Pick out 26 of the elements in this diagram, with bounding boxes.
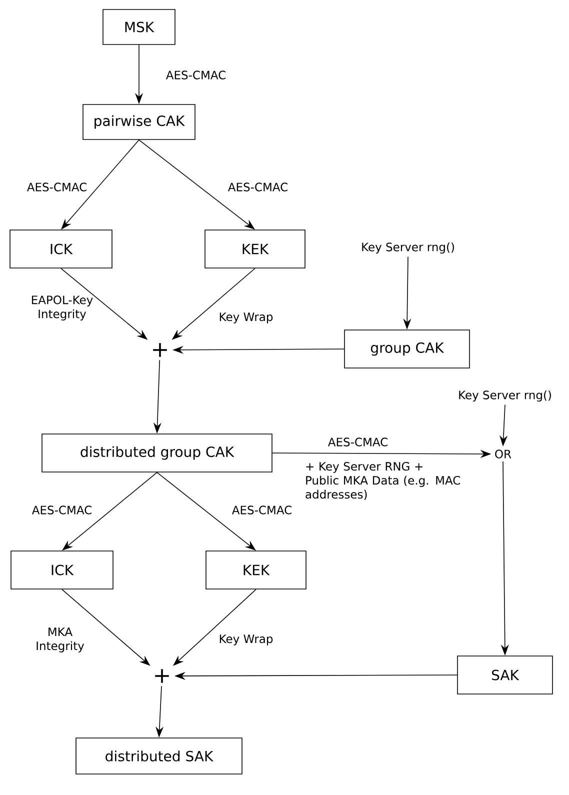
edge-label: Key Wrap [220,312,273,324]
key-box: distributed group CAK [42,434,272,472]
plus-sign: + [153,343,167,357]
key-box: SAK [457,656,553,694]
edge-label: EAPOL-Key Integrity [32,296,93,320]
key-box: KEK [204,230,306,268]
key-box: ICK [10,550,114,590]
source-text: Key Server rng() [459,390,551,402]
edge-label: Key Wrap [220,634,273,646]
key-box: ICK [10,230,112,268]
key-box: distributed SAK [76,738,242,774]
source-text: Key Server rng() [362,242,454,254]
key-box: group CAK [344,330,470,368]
source-text: OR [495,450,512,458]
edge-label: AES-CMAC [328,438,388,446]
edge-label: AES-CMAC [32,506,92,514]
key-box: pairwise CAK [82,104,196,140]
edge-label: AES-CMAC [166,70,226,80]
edge-label: AES-CMAC [26,182,86,192]
edge-label: AES-CMAC [228,182,288,192]
edge-label: AES-CMAC [232,506,292,514]
note-text: + Key Server RNG + Public MKA Data (e.g. MAC addresses) [306,462,460,500]
key-box: KEK [206,550,306,590]
plus-sign: + [155,669,169,683]
edge-label: MKA Integrity [36,628,84,652]
key-box: MSK [102,9,176,45]
